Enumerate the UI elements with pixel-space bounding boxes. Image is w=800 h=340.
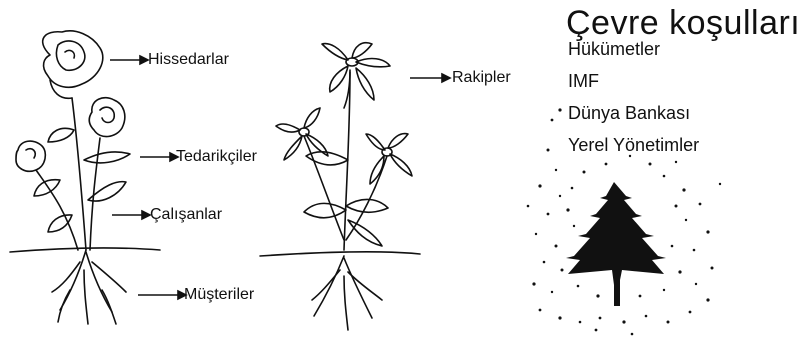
label-hissedarlar: Hissedarlar [148, 52, 229, 68]
label-tedarikciler: Tedarikçiler [176, 149, 257, 165]
env-item-yerel-yonetimler: Yerel Yönetimler [568, 136, 699, 154]
label-musteriler: Müşteriler [184, 287, 254, 303]
env-item-hukumetler: Hükümetler [568, 40, 660, 58]
label-calisanlar: Çalışanlar [150, 207, 222, 223]
label-rakipler: Rakipler [452, 70, 511, 86]
environment-title: Çevre koşulları [566, 6, 800, 40]
env-item-dunya-bankasi: Dünya Bankası [568, 104, 690, 122]
env-item-imf: IMF [568, 72, 599, 90]
